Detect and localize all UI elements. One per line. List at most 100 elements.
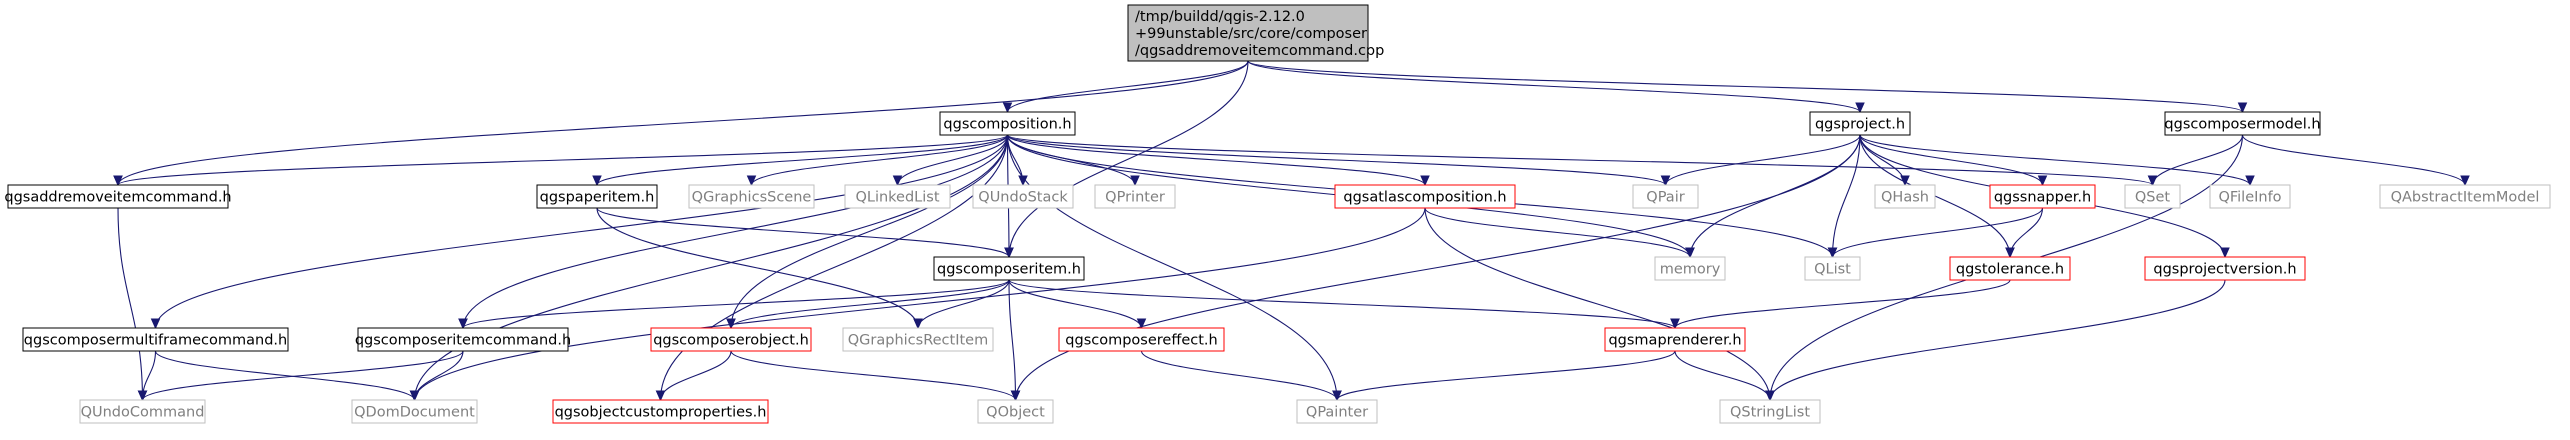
edge-qgsaddremove-to-QUndoCommand bbox=[117, 207, 144, 401]
edge-qgscomposition-to-QSet bbox=[1006, 134, 2154, 186]
arrowhead-root-to-qgscomposermodel bbox=[2237, 102, 2248, 114]
node-QHash: QHash bbox=[1874, 184, 1936, 209]
node-qgstolerance[interactable]: qgstolerance.h bbox=[1949, 256, 2071, 281]
node-qgscomposereffect[interactable]: qgscomposereffect.h bbox=[1058, 327, 1225, 352]
edge-qgscomposition-to-qgsitemcmd bbox=[462, 134, 1009, 329]
edge-qgspaperitem-to-QGraphicsRectItem bbox=[596, 207, 919, 329]
arrowhead-qgssnapper-to-qgstolerance bbox=[2005, 247, 2015, 259]
edge-qgscomposerobject-to-qgsobjcustomprops bbox=[659, 350, 732, 401]
arrowhead-qgsproject-to-qgsprojectversion bbox=[2220, 247, 2230, 259]
edge-qgsatlascomp-to-memory bbox=[1424, 207, 1691, 258]
node-QPainter-box bbox=[1296, 399, 1378, 424]
edge-qgscomposition-to-qgsobjcustomprops bbox=[659, 134, 1009, 401]
arrowhead-qgsproject-to-QPair bbox=[1660, 175, 1671, 187]
node-qgscomposereffect-box[interactable] bbox=[1058, 327, 1225, 352]
arrowhead-qgsitemcmd-to-QUndoCommand bbox=[137, 390, 148, 402]
node-qgsprojectversion-box[interactable] bbox=[2144, 256, 2306, 281]
arrowhead-qgscomposeritem-to-qgsitemcmd bbox=[458, 318, 468, 330]
node-qgspaperitem[interactable]: qgspaperitem.h bbox=[536, 184, 658, 209]
node-qgscomposerobject-box[interactable] bbox=[650, 327, 812, 352]
edge-root-to-qgsproject bbox=[1247, 60, 1861, 113]
node-qgsmultiframecmd-label[interactable]: qgscomposermultiframecommand.h bbox=[24, 333, 287, 349]
node-QUndoCommand-label: QUndoCommand bbox=[81, 405, 205, 421]
node-qgsitemcmd[interactable]: qgscomposeritemcommand.h bbox=[355, 327, 571, 352]
node-qgscomposerobject[interactable]: qgscomposerobject.h bbox=[650, 327, 812, 352]
edge-qgscomposerobject-to-QObject bbox=[730, 350, 1017, 401]
node-QPair-label: QPair bbox=[1646, 190, 1684, 206]
node-QFileInfo: QFileInfo bbox=[2209, 184, 2291, 209]
node-qgsaddremove[interactable]: qgsaddremoveitemcommand.h bbox=[4, 184, 232, 209]
node-qgspaperitem-label[interactable]: qgspaperitem.h bbox=[540, 190, 655, 206]
node-QPainter-label: QPainter bbox=[1306, 405, 1368, 421]
node-qgstolerance-box[interactable] bbox=[1949, 256, 2071, 281]
node-QGraphicsRectItem-label: QGraphicsRectItem bbox=[848, 333, 988, 349]
arrowhead-qgssnapper-to-QList bbox=[1827, 247, 1838, 259]
node-QList-box bbox=[1804, 256, 1861, 281]
node-qgsaddremove-label[interactable]: qgsaddremoveitemcommand.h bbox=[4, 190, 231, 206]
edges-layer bbox=[113, 60, 2470, 402]
node-qgsmultiframecmd-box[interactable] bbox=[22, 327, 289, 352]
node-QLinkedList-label: QLinkedList bbox=[855, 190, 939, 206]
arrowhead-qgscomposition-to-QLinkedList bbox=[892, 175, 903, 187]
node-qgsproject[interactable]: qgsproject.h bbox=[1809, 111, 1911, 136]
edge-qgscomposition-to-QDomDocument bbox=[413, 134, 1009, 401]
node-qgssnapper-label[interactable]: qgssnapper.h bbox=[1994, 190, 2091, 206]
node-qgscomposereffect-label[interactable]: qgscomposereffect.h bbox=[1065, 333, 1217, 349]
edge-root-to-qgscomposeritem bbox=[1008, 60, 1249, 258]
node-qgsitemcmd-label[interactable]: qgscomposeritemcommand.h bbox=[355, 333, 571, 349]
node-qgsproject-label[interactable]: qgsproject.h bbox=[1815, 117, 1905, 133]
node-qgsitemcmd-box[interactable] bbox=[357, 327, 569, 352]
node-QStringList: QStringList bbox=[1719, 399, 1821, 424]
node-qgsprojectversion-label[interactable]: qgsprojectversion.h bbox=[2153, 262, 2296, 278]
edge-root-to-qgsaddremove bbox=[117, 60, 1249, 186]
node-qgssnapper-box[interactable] bbox=[1989, 184, 2096, 209]
node-QStringList-label: QStringList bbox=[1730, 405, 1810, 421]
node-qgsatlascomp[interactable]: qgsatlascomposition.h bbox=[1334, 184, 1516, 209]
node-QStringList-box bbox=[1719, 399, 1821, 424]
node-QObject: QObject bbox=[977, 399, 1054, 424]
edge-qgscomposermodel-to-QSet bbox=[2151, 134, 2244, 186]
arrowhead-qgscomposerobject-to-qgsobjcustomprops bbox=[655, 390, 666, 402]
arrowhead-qgscomposition-to-QPrinter bbox=[1130, 175, 1140, 187]
node-qgssnapper[interactable]: qgssnapper.h bbox=[1989, 184, 2096, 209]
node-qgsobjcustomprops-label[interactable]: qgsobjectcustomproperties.h bbox=[555, 405, 767, 421]
node-qgsmultiframecmd[interactable]: qgscomposermultiframecommand.h bbox=[22, 327, 289, 352]
node-qgsobjcustomprops[interactable]: qgsobjectcustomproperties.h bbox=[552, 399, 769, 424]
node-qgsprojectversion[interactable]: qgsprojectversion.h bbox=[2144, 256, 2306, 281]
node-qgsaddremove-box[interactable] bbox=[7, 184, 229, 209]
node-qgscomposeritem-label[interactable]: qgscomposeritem.h bbox=[937, 262, 1081, 278]
edge-qgsproject-to-QList bbox=[1831, 134, 1861, 258]
node-qgscomposeritem-box[interactable] bbox=[933, 256, 1085, 281]
node-qgsmaprenderer-box[interactable] bbox=[1604, 327, 1746, 352]
node-qgscomposermodel[interactable]: qgscomposermodel.h bbox=[2164, 111, 2321, 136]
node-qgscomposermodel-box[interactable] bbox=[2164, 111, 2321, 136]
arrowhead-qgsproject-to-QFileInfo bbox=[2245, 175, 2255, 187]
edge-qgsitemcmd-to-QDomDocument bbox=[413, 350, 464, 401]
node-qgspaperitem-box[interactable] bbox=[536, 184, 658, 209]
node-qgscomposition-label[interactable]: qgscomposition.h bbox=[943, 117, 1071, 133]
node-QUndoStack-box bbox=[972, 184, 1074, 209]
node-QDomDocument: QDomDocument bbox=[351, 399, 478, 424]
node-qgscomposition[interactable]: qgscomposition.h bbox=[939, 111, 1076, 136]
node-qgsatlascomp-label[interactable]: qgsatlascomposition.h bbox=[1343, 190, 1506, 206]
node-QGraphicsScene-box bbox=[688, 184, 815, 209]
node-qgsatlascomp-box[interactable] bbox=[1334, 184, 1516, 209]
arrowhead-qgscomposermodel-to-QSet bbox=[2147, 175, 2158, 187]
node-qgsmaprenderer-label[interactable]: qgsmaprenderer.h bbox=[1608, 333, 1741, 349]
node-QHash-label: QHash bbox=[1881, 190, 1929, 206]
node-qgstolerance-label[interactable]: qgstolerance.h bbox=[1956, 262, 2064, 278]
node-qgsmaprenderer[interactable]: qgsmaprenderer.h bbox=[1604, 327, 1746, 352]
arrowhead-qgscomposeritem-to-qgscomposerobject bbox=[726, 318, 736, 330]
arrowhead-qgscomposeritem-to-qgscomposereffect bbox=[1136, 318, 1147, 330]
arrowhead-root-to-qgscomposition bbox=[1002, 102, 1013, 114]
node-qgsobjcustomprops-box[interactable] bbox=[552, 399, 769, 424]
edge-qgsproject-to-QPair bbox=[1664, 134, 1861, 186]
node-qgsproject-box[interactable] bbox=[1809, 111, 1911, 136]
edge-qgsitemcmd-to-QUndoCommand bbox=[141, 350, 464, 401]
arrowhead-qgscomposition-to-qgsatlascomp bbox=[1420, 175, 1430, 187]
node-qgscomposeritem[interactable]: qgscomposeritem.h bbox=[933, 256, 1085, 281]
node-qgscomposition-box[interactable] bbox=[939, 111, 1076, 136]
node-qgscomposerobject-label[interactable]: qgscomposerobject.h bbox=[653, 333, 809, 349]
node-qgscomposermodel-label[interactable]: qgscomposermodel.h bbox=[2164, 117, 2320, 133]
